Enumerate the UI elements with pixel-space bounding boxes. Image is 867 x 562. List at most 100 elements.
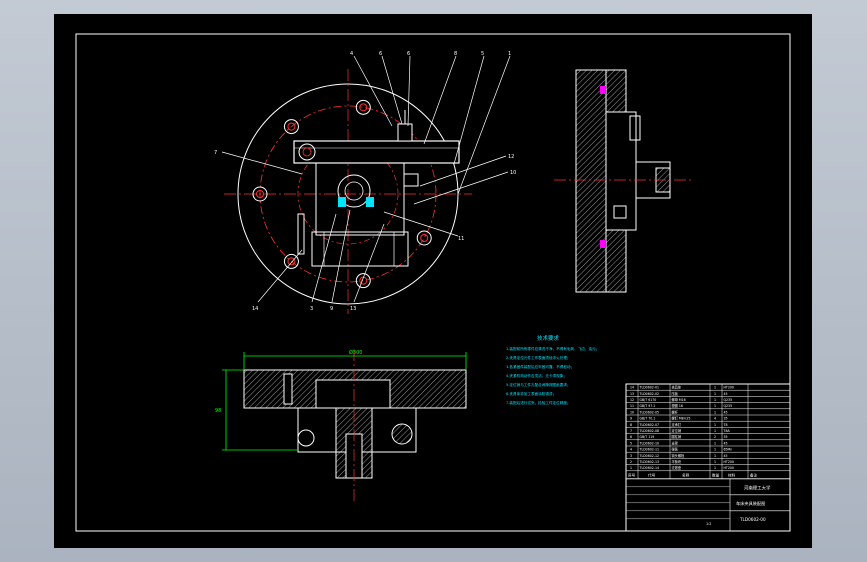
part-seq: 9 [630,417,632,421]
part-qty: 1 [714,454,716,458]
leader-label-left: 7 [214,150,217,156]
part-seq: 7 [630,429,632,433]
part-seq: 6 [630,435,632,439]
part-seq: 12 [630,398,634,402]
drawing-scale: 1:2 [706,522,711,526]
part-qty: 1 [714,410,716,414]
drawing-name: 车床夹具装配图 [736,500,765,507]
part-qty: 1 [714,392,716,396]
part-qty: 1 [714,398,716,402]
leader-label-top-2: 6 [379,51,382,57]
part-code: TLD0602-01 [639,386,660,390]
clamp-nut [397,123,413,142]
workpiece-bore [337,174,371,208]
bolt-holes [252,99,432,289]
title-block-header: 材料 [728,472,736,477]
part-seq: 13 [630,392,634,396]
part-code: TLD0602-12 [639,454,660,458]
part-qty: 2 [714,435,716,439]
part-code: TLD0602-14 [639,466,660,470]
leader-label-bottom-2: 3 [310,306,313,312]
part-seq: 11 [630,404,634,408]
part-name: 支承钉 [672,422,682,427]
part-name: 螺母 M16 [672,397,686,402]
inner-circle-centerline [297,143,399,245]
part-qty: 1 [714,441,716,445]
side-pin [613,205,627,219]
part-seq: 2 [630,460,632,464]
dimension-lines [222,352,467,451]
fixture-side-body [605,111,637,231]
part-material: 35 [724,435,728,439]
bolt-hole [283,253,299,269]
bolt-hole [355,99,371,115]
dimension-width: Ø300 [349,349,362,356]
part-name: 过渡盘 [672,465,682,470]
dimension-height: 98 [215,408,221,414]
part-material: 45 [724,441,728,445]
base-plate-recess [315,379,391,409]
part-code: GB/T 6170 [640,398,657,402]
side-marker-bottom [600,240,606,248]
part-code: TLD0602-07 [639,423,660,427]
fixture-body [315,162,405,236]
clamp-pivot [298,143,316,161]
leader-lines [221,55,511,303]
part-code: TLD0602-08 [639,429,660,433]
part-code: GB/T 97.1 [640,404,656,408]
notes-line: 4.夹紧机构动作应灵活，无卡滞现象； [506,373,567,378]
part-material: 35 [724,417,728,421]
bolt-hole [355,273,371,289]
part-name: 圆柱销 [672,434,682,439]
bolt-hole-inner [287,122,296,131]
school-name: 河南理工大学 [744,484,771,491]
disc-bottom-step [605,229,627,293]
disc-section [575,69,607,293]
part-seq: 8 [630,423,632,427]
drawing-border [75,33,791,532]
side-knob [391,423,413,445]
part-code: TLD0602-05 [639,410,660,414]
drawing-canvas[interactable]: 4 6 6 8 5 1 7 12 10 11 14 3 9 13 [54,14,812,548]
part-material: Q235 [724,404,733,408]
notes-title: 技术要求 [537,334,560,342]
leader-label-top-6: 1 [508,51,511,57]
part-material: T8A [723,429,731,433]
part-material: T8 [723,423,728,427]
side-nut [297,429,315,447]
notes-line: 7.装配后进行试夹，检验工件定位精度； [506,400,571,405]
leader-label-right-c: 11 [458,236,464,242]
part-name: 定位销 [672,428,682,433]
notes-line: 1.装配前所有零件应清洗干净，不得有毛刺、飞边、油污； [506,346,599,351]
part-material: HT200 [724,386,734,390]
part-name: 螺杆 [672,409,679,414]
part-material: 65Mn [724,448,733,452]
part-code: TLD0602-02 [639,392,660,396]
part-material: HT200 [724,466,734,470]
part-qty: 1 [714,466,716,470]
locating-pin-right [366,197,374,207]
leader-label-top-5: 5 [481,51,484,57]
part-material: Q235 [724,398,733,402]
notes-line: 3.各紧固件装配后应牢固可靠，不得松动； [506,364,574,369]
technical-requirements: 技术要求 1.装配前所有零件应清洗干净，不得有毛刺、飞边、油污；2.夹具定位元件… [506,334,599,405]
notes-line: 6.夹具体非加工表面涂防锈漆； [506,391,556,396]
bolt-hole [283,119,299,135]
workpiece-hole [344,181,364,201]
part-qty: 1 [714,404,716,408]
bolt-left [283,373,293,405]
bolt-hole-inner [256,190,264,198]
title-block-header: 名称 [682,472,690,477]
bottom-section-view: Ø300 98 [215,349,467,504]
part-material: 45 [724,410,728,414]
part-code: TLD0602-13 [639,460,660,464]
part-code: TLD0602-10 [639,441,660,445]
bolt-hole [416,230,432,246]
side-screw [629,115,641,141]
part-name: 螺钉 M8×25 [672,416,691,421]
part-qty: 1 [714,423,716,427]
bolt-hole-inner [287,257,296,266]
part-material: HT200 [724,460,734,464]
